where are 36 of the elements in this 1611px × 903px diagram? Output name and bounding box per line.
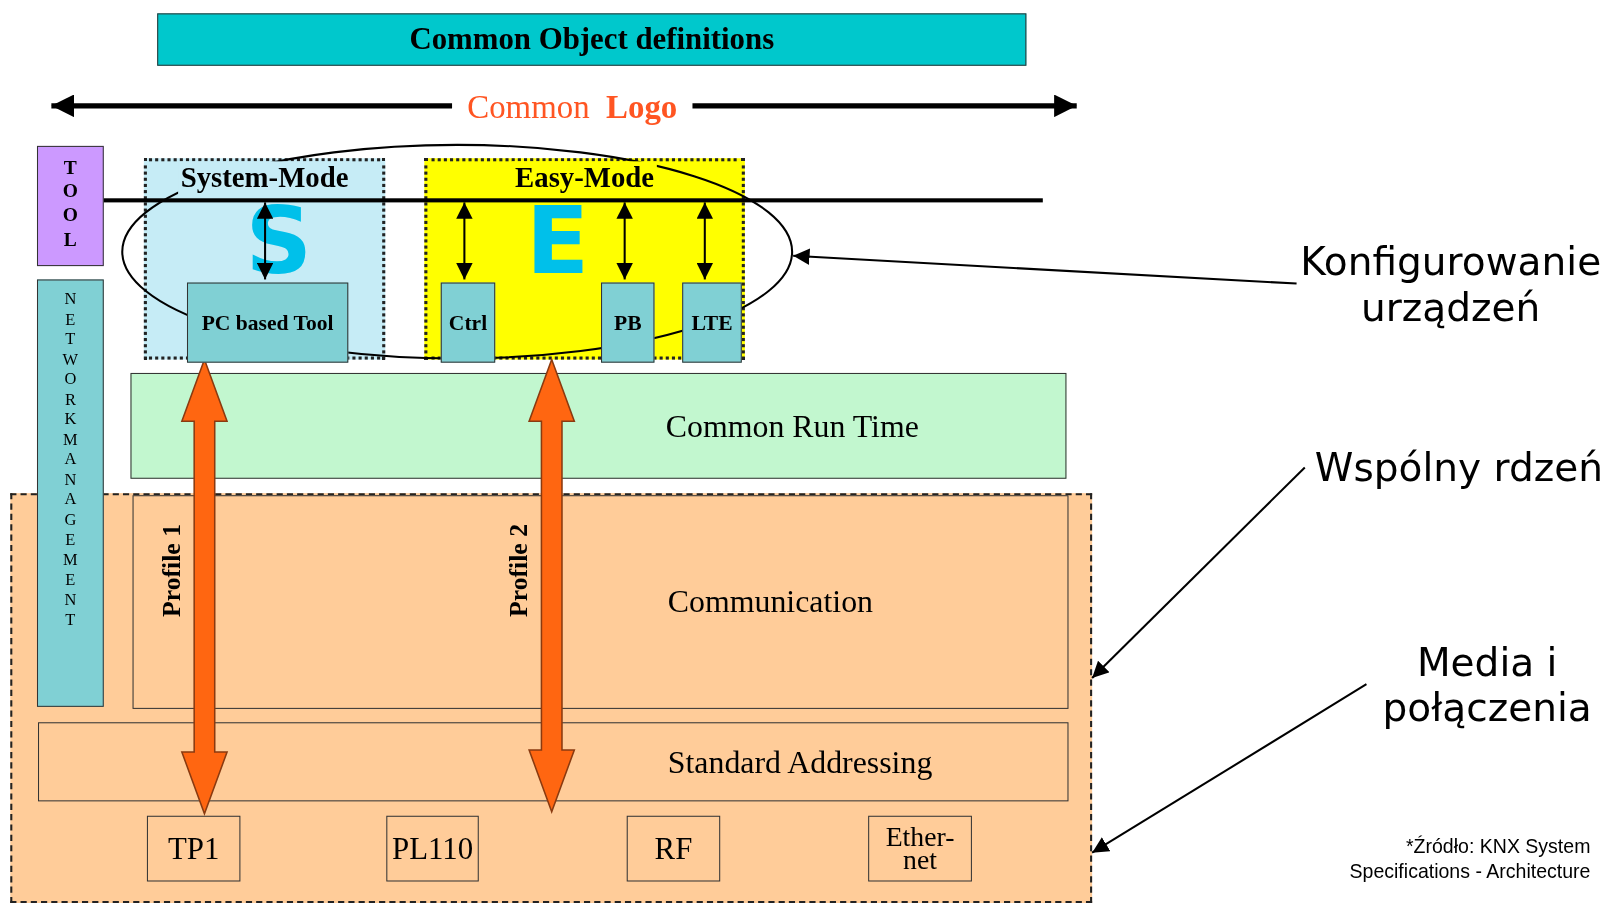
- source-note: *Źródło: KNX System Specifications - Architecture: [1348, 834, 1591, 885]
- side-caption: Konfigurowanie urządzeń: [1296, 234, 1605, 337]
- banner-label: Common Logo: [466, 88, 679, 127]
- layer-box: Common Run Time: [130, 372, 1067, 479]
- arrow: [1091, 466, 1306, 679]
- vertical-label: TOOL: [61, 155, 79, 251]
- header-bar: Common Object definitions: [157, 13, 1027, 66]
- edge-label: Profile 2: [504, 523, 534, 617]
- double-arrow: [616, 202, 633, 280]
- double-arrow: [696, 202, 713, 280]
- device-box: PB: [601, 282, 655, 363]
- media-box: PL110: [386, 815, 479, 882]
- mode-letter: E: [526, 200, 590, 283]
- device-box: Ctrl: [440, 282, 496, 363]
- core-area: [10, 493, 1093, 903]
- panel-title: Easy-Mode: [512, 161, 658, 195]
- edge-label: Profile 1: [157, 523, 186, 617]
- arrow: [1091, 683, 1367, 854]
- mode-panel: [424, 158, 745, 360]
- arrow: [793, 248, 1297, 285]
- panel-title: System-Mode: [177, 161, 352, 195]
- media-box: Ether- net: [868, 815, 972, 882]
- vertical-label: NETWORK MANAGEMENT: [61, 288, 80, 630]
- side-caption: Media i połączenia: [1366, 634, 1608, 738]
- mode-panel: [143, 158, 386, 360]
- media-box: RF: [626, 815, 721, 882]
- layer-box: Standard Addressing: [38, 722, 1069, 802]
- double-arrow: [456, 202, 473, 280]
- tool-column: [37, 145, 104, 267]
- device-box: LTE: [682, 282, 742, 363]
- tool-box: PC based Tool: [187, 282, 349, 363]
- grouping-ellipse: [121, 143, 794, 360]
- side-caption: Wspólny rdzeń: [1304, 441, 1611, 496]
- double-arrow: [528, 357, 576, 814]
- management-column: [37, 279, 104, 707]
- media-box: TP1: [146, 815, 241, 882]
